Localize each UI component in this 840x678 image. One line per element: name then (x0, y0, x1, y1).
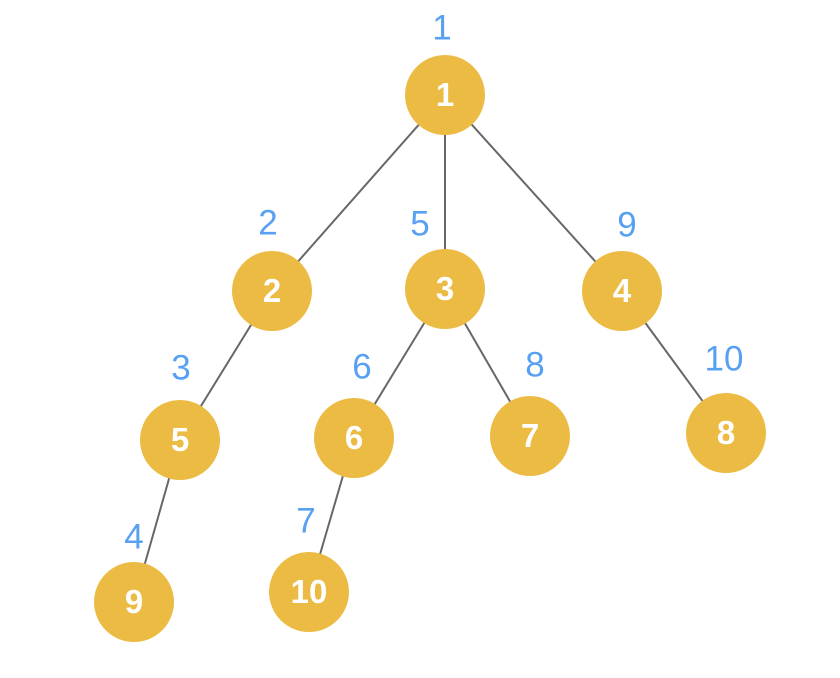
visit-order-label-5: 3 (171, 348, 191, 388)
visit-order-label-3: 5 (410, 204, 430, 244)
visit-order-label-8: 10 (704, 339, 744, 379)
tree-node-value: 4 (612, 272, 632, 309)
tree-node-value: 3 (435, 270, 455, 307)
tree-node-5: 5 (140, 400, 220, 480)
tree-node-value: 7 (520, 417, 540, 454)
tree-node-4: 4 (582, 251, 662, 331)
tree-node-value: 6 (344, 419, 364, 456)
tree-node-9: 9 (94, 562, 174, 642)
tree-node-value: 1 (435, 76, 455, 113)
tree-node-7: 7 (490, 396, 570, 476)
tree-node-10: 10 (269, 552, 349, 632)
tree-node-value: 8 (716, 414, 736, 451)
visit-order-label-4: 9 (617, 205, 637, 245)
visit-order-label-10: 7 (296, 501, 316, 541)
tree-node-value: 2 (262, 272, 282, 309)
tree-node-value: 10 (290, 573, 328, 610)
visit-order-label-7: 8 (525, 345, 545, 385)
tree-node-2: 2 (232, 251, 312, 331)
visit-order-label-6: 6 (352, 347, 372, 387)
tree-node-3: 3 (405, 249, 485, 329)
tree-node-6: 6 (314, 398, 394, 478)
visit-order-label-9: 4 (124, 517, 144, 557)
tree-node-value: 5 (170, 421, 190, 458)
tree-node-1: 1 (405, 55, 485, 135)
tree-node-8: 8 (686, 393, 766, 473)
tree-node-value: 9 (124, 583, 144, 620)
tree-edge-1-2 (271, 94, 446, 292)
visit-order-label-2: 2 (258, 203, 278, 243)
tree-edge-1-4 (444, 94, 623, 292)
visit-order-label-1: 1 (432, 8, 452, 48)
